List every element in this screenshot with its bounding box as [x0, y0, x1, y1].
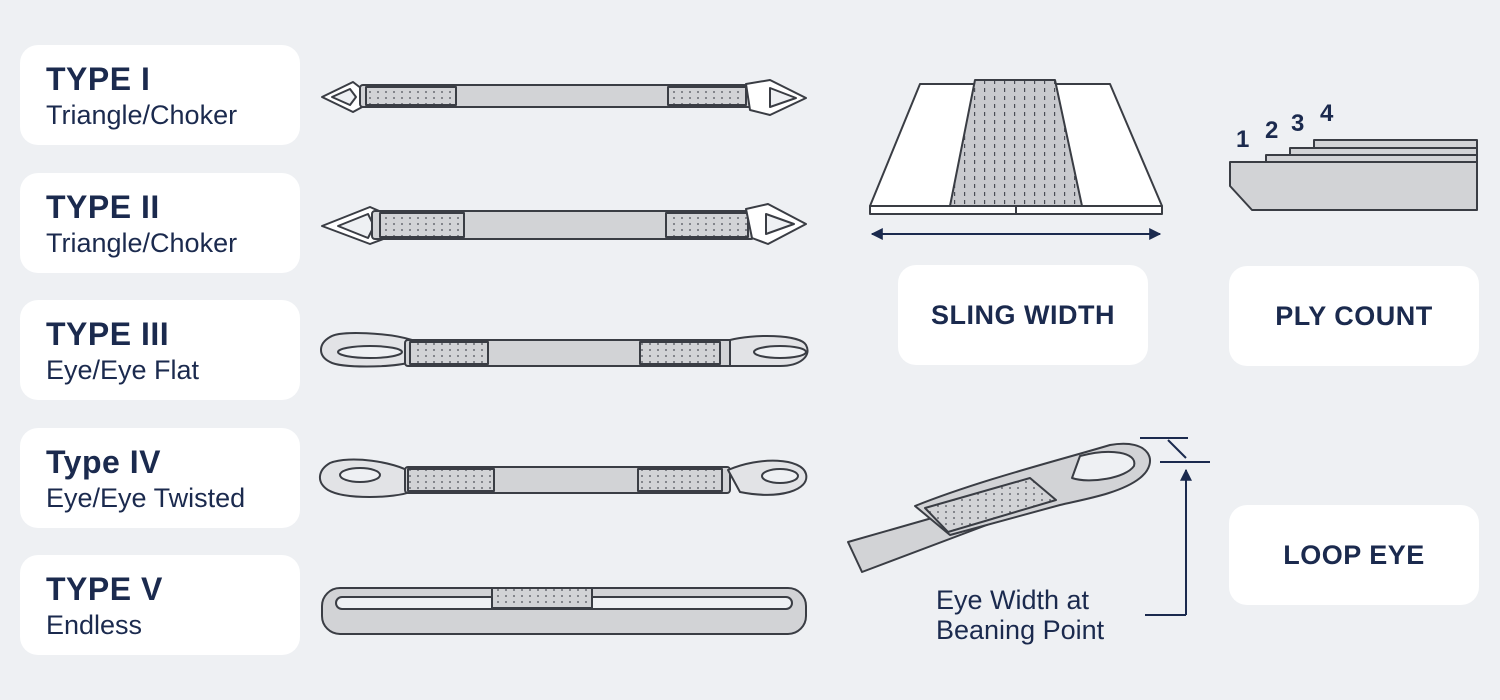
type-3-subtitle: Eye/Eye Flat — [46, 355, 200, 385]
type-5-sling-icon — [321, 587, 807, 635]
type-2-subtitle: Triangle/Choker — [46, 228, 238, 258]
loop-eye-label: LOOP EYE — [1283, 539, 1425, 570]
sling-width-icon — [869, 79, 1163, 215]
type-1-subtitle: Triangle/Choker — [46, 100, 238, 130]
type-1-title: TYPE I — [46, 61, 151, 97]
type-5-title: TYPE V — [46, 571, 163, 607]
type-2-sling-icon — [321, 203, 807, 245]
type-1-sling-icon — [321, 79, 807, 116]
ply-number-4: 4 — [1320, 100, 1334, 127]
type-2-card: TYPE II Triangle/Choker — [20, 173, 300, 273]
eye-width-caption-line-2: Beaning Point — [936, 615, 1105, 645]
type-5-subtitle: Endless — [46, 610, 143, 640]
ply-count-icon — [1229, 139, 1478, 211]
type-5-card: TYPE V Endless — [20, 555, 300, 655]
type-4-sling-icon — [319, 458, 808, 498]
type-1-card: TYPE I Triangle/Choker — [20, 45, 300, 145]
ply-number-2: 2 — [1265, 117, 1279, 144]
loop-eye-illustration-icon — [847, 442, 1151, 573]
ply-count-card: PLY COUNT — [1229, 266, 1479, 366]
type-4-subtitle: Eye/Eye Twisted — [46, 483, 246, 513]
type-3-title: TYPE III — [46, 316, 170, 352]
loop-eye-card: LOOP EYE — [1229, 505, 1479, 605]
ply-number-1: 1 — [1236, 126, 1250, 153]
ply-count-label: PLY COUNT — [1275, 300, 1433, 331]
type-3-card: TYPE III Eye/Eye Flat — [20, 300, 300, 400]
type-4-card: Type IV Eye/Eye Twisted — [20, 428, 300, 528]
eye-width-caption: Eye Width at Beaning Point — [936, 585, 1104, 645]
ply-number-3: 3 — [1291, 110, 1305, 137]
type-4-title: Type IV — [46, 444, 161, 480]
eye-width-caption-line-1: Eye Width at — [936, 585, 1090, 615]
eye-width-dimension-icon — [1140, 437, 1210, 616]
type-3-sling-icon — [320, 332, 809, 368]
sling-width-card: SLING WIDTH — [898, 265, 1148, 365]
type-2-title: TYPE II — [46, 189, 160, 225]
sling-width-label: SLING WIDTH — [931, 299, 1115, 330]
